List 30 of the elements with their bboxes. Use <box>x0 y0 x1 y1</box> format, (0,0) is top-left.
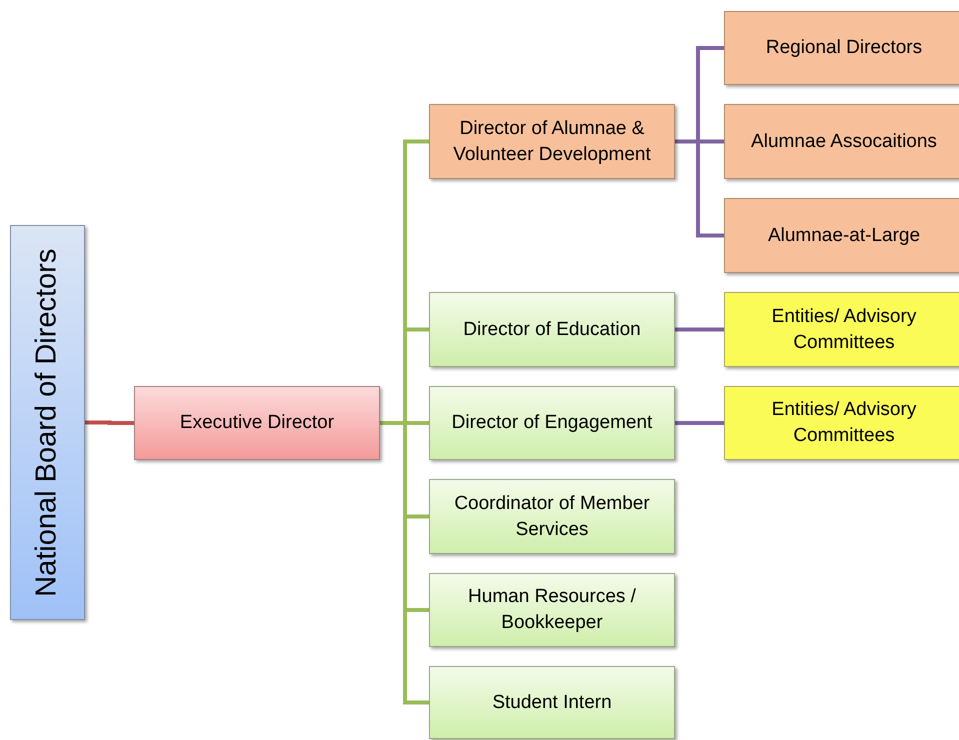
staff-box <box>429 573 675 647</box>
group-box <box>724 198 959 273</box>
box-label: Executive Director <box>178 411 336 435</box>
box-label: Alumnae-at-Large <box>766 224 922 248</box>
box-label: Student Intern <box>491 690 613 714</box>
box-label: National Board of Directors <box>30 248 64 597</box>
box-label: Entities/ Advisory Committees <box>770 304 918 354</box>
committee-box <box>724 386 959 460</box>
connector-line <box>675 328 724 332</box>
board-box <box>10 225 85 620</box>
director-box <box>429 292 675 367</box>
box-label: Director of Engagement <box>450 411 654 435</box>
director-box <box>429 104 675 179</box>
box-label: Human Resources / Bookkeeper <box>467 585 637 635</box>
box-label: Director of Education <box>462 318 642 342</box>
committee-box <box>724 292 959 367</box>
staff-box <box>429 479 675 554</box>
box-label: Alumnae Assocaitions <box>750 130 938 154</box>
connector-line <box>675 421 724 425</box>
director-box <box>429 386 675 460</box>
connector-line <box>380 421 429 704</box>
staff-box <box>429 666 675 739</box>
box-label: Director of Alumnae & Volunteer Development <box>452 116 652 166</box>
box-label: Coordinator of Member Services <box>453 492 651 542</box>
group-box <box>724 11 959 85</box>
connector-line <box>85 420 134 425</box>
box-label: Regional Directors <box>764 36 924 60</box>
executive-box <box>134 386 380 460</box>
group-box <box>724 104 959 179</box>
box-label: Entities/ Advisory Committees <box>770 398 918 448</box>
